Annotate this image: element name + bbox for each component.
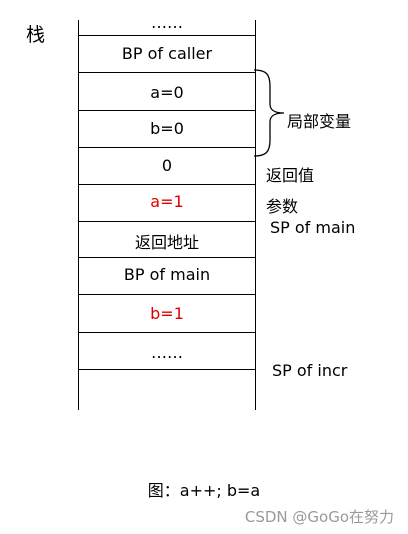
- stack-cell-a0: a=0: [150, 83, 184, 102]
- locals-brace: [253, 69, 285, 157]
- stack-divider: [78, 332, 256, 333]
- watermark: CSDN @GoGo在努力: [244, 508, 394, 526]
- stack-cell-b1: b=1: [150, 304, 184, 323]
- label-params: 参数: [266, 197, 299, 216]
- stack-divider: [78, 221, 256, 222]
- stack-right-edge: [255, 20, 256, 410]
- stack-title: 栈: [26, 24, 46, 46]
- label-return-value: 返回值: [266, 166, 315, 185]
- stack-divider: [78, 257, 256, 258]
- stack-divider: [78, 110, 256, 111]
- label-sp-incr: SP of incr: [272, 361, 348, 380]
- stack-divider: [78, 369, 256, 370]
- label-sp-main: SP of main: [270, 218, 356, 237]
- stack-cell-return-value: 0: [161, 156, 173, 175]
- stack-divider: [78, 184, 256, 185]
- figure-caption: 图：a++; b=a: [147, 481, 261, 500]
- stack-cell-b0: b=0: [150, 119, 184, 138]
- stack-cell-bp-main: BP of main: [123, 265, 211, 284]
- stack-left-edge: [78, 20, 79, 410]
- stack-divider: [78, 294, 256, 295]
- stack-cell-return-address: 返回地址: [134, 233, 199, 252]
- stack-cell-ellipsis-top: ……: [151, 13, 183, 32]
- stack-divider: [78, 72, 256, 73]
- stack-cell-bp-caller: BP of caller: [121, 44, 213, 63]
- label-locals: 局部变量: [287, 112, 352, 131]
- stack-divider: [78, 147, 256, 148]
- stack-cell-ellipsis-bottom: ……: [151, 343, 183, 362]
- stack-divider: [78, 35, 256, 36]
- stack-cell-a1: a=1: [150, 192, 184, 211]
